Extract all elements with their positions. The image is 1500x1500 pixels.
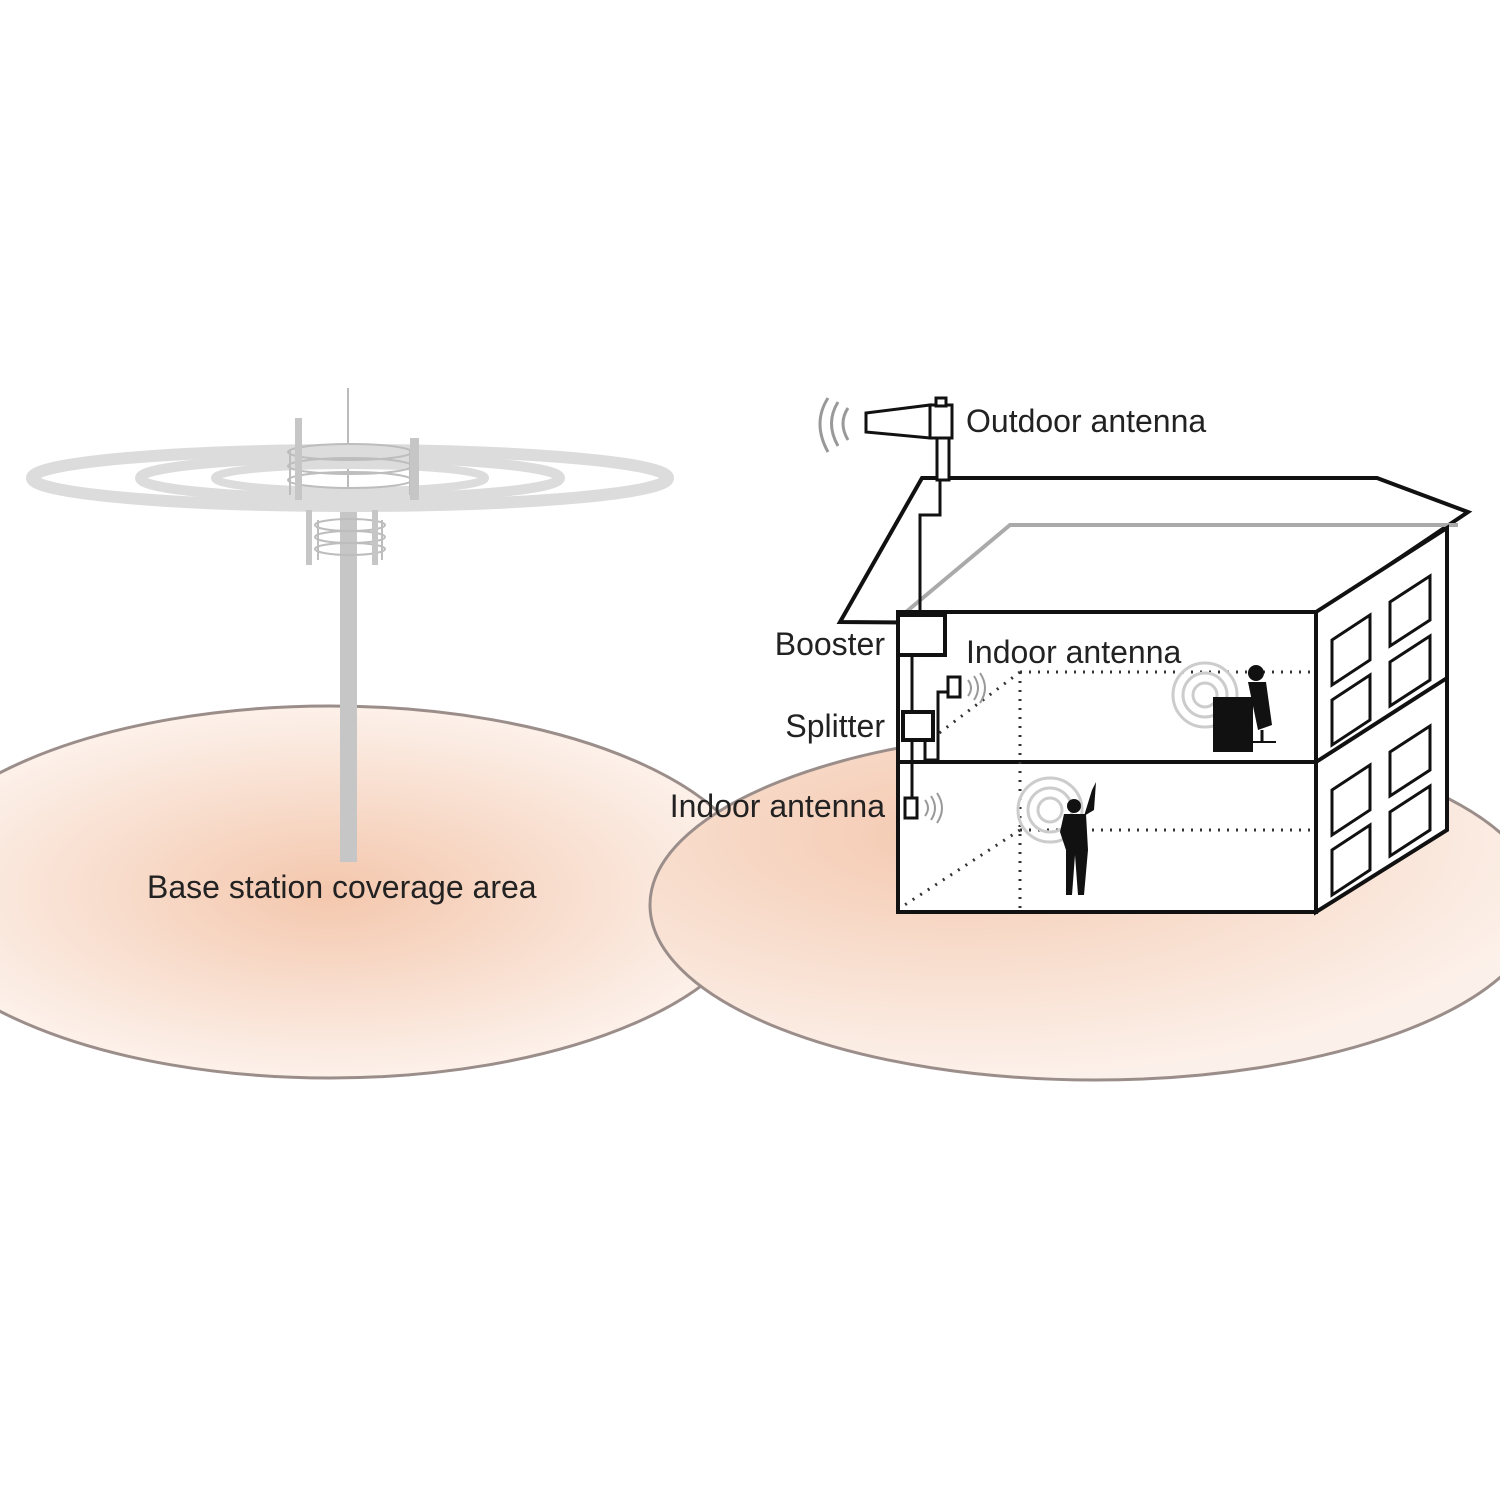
splitter-label: Splitter: [785, 708, 885, 744]
indoor-antenna-upper-icon: [946, 672, 986, 704]
building: [836, 476, 1473, 916]
outdoor-antenna-icon: [818, 396, 954, 482]
booster-box: [896, 613, 947, 657]
indoor-antenna-lower-label: Indoor antenna: [670, 788, 886, 824]
indoor-antenna-upper-label: Indoor antenna: [966, 634, 1182, 670]
base-station-coverage-label: Base station coverage area: [147, 869, 537, 905]
splitter-box: [901, 710, 935, 742]
booster-label: Booster: [775, 626, 886, 662]
cell-tower: [26, 388, 674, 862]
outdoor-signal-waves-icon: [818, 397, 850, 453]
cable: [910, 478, 948, 800]
windows: [1330, 573, 1432, 898]
standing-person-on-phone-icon: [1016, 776, 1096, 895]
indoor-antenna-lower-icon: [903, 792, 943, 824]
person-at-desk-icon: [1171, 661, 1276, 752]
outdoor-antenna-label: Outdoor antenna: [966, 403, 1206, 439]
